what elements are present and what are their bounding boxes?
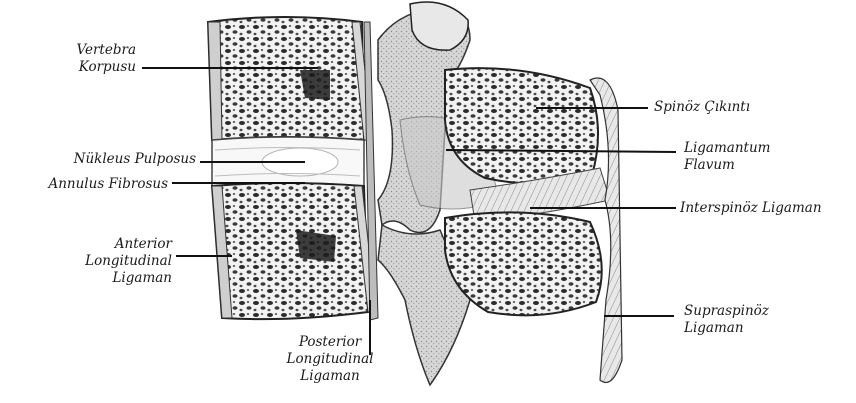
label-line: Ligaman: [684, 320, 769, 337]
label-supraspinoz-ligaman: Supraspinöz Ligaman: [684, 303, 769, 337]
label-line: Posterior: [270, 334, 390, 351]
label-nukleus-pulposus: Nükleus Pulposus: [10, 151, 196, 168]
label-line: Longitudinal: [40, 253, 172, 270]
label-ligamantum-flavum: Ligamantum Flavum: [684, 140, 770, 174]
label-line: Flavum: [684, 157, 770, 174]
label-anterior-longitudinal-ligaman: Anterior Longitudinal Ligaman: [40, 236, 172, 287]
label-annulus-fibrosus: Annulus Fibrosus: [10, 176, 168, 193]
label-line: Supraspinöz: [684, 303, 769, 320]
label-line: Ligaman: [270, 368, 390, 385]
upper-spinous-process: [445, 68, 598, 183]
label-line: Longitudinal: [270, 351, 390, 368]
upper-vertebral-body: [208, 17, 372, 140]
lower-vertebral-body: [212, 183, 376, 319]
label-line: Anterior: [40, 236, 172, 253]
label-line: Korpusu: [40, 59, 136, 76]
label-spinoz-cikinti: Spinöz Çıkıntı: [654, 99, 750, 116]
label-posterior-longitudinal-ligaman: Posterior Longitudinal Ligaman: [270, 334, 390, 385]
label-line: Vertebra: [40, 42, 136, 59]
label-line: Ligamantum: [684, 140, 770, 157]
label-interspinoz-ligaman: Interspinöz Ligaman: [680, 200, 822, 217]
label-vertebra-korpusu: Vertebra Korpusu: [40, 42, 136, 76]
label-line: Ligaman: [40, 270, 172, 287]
